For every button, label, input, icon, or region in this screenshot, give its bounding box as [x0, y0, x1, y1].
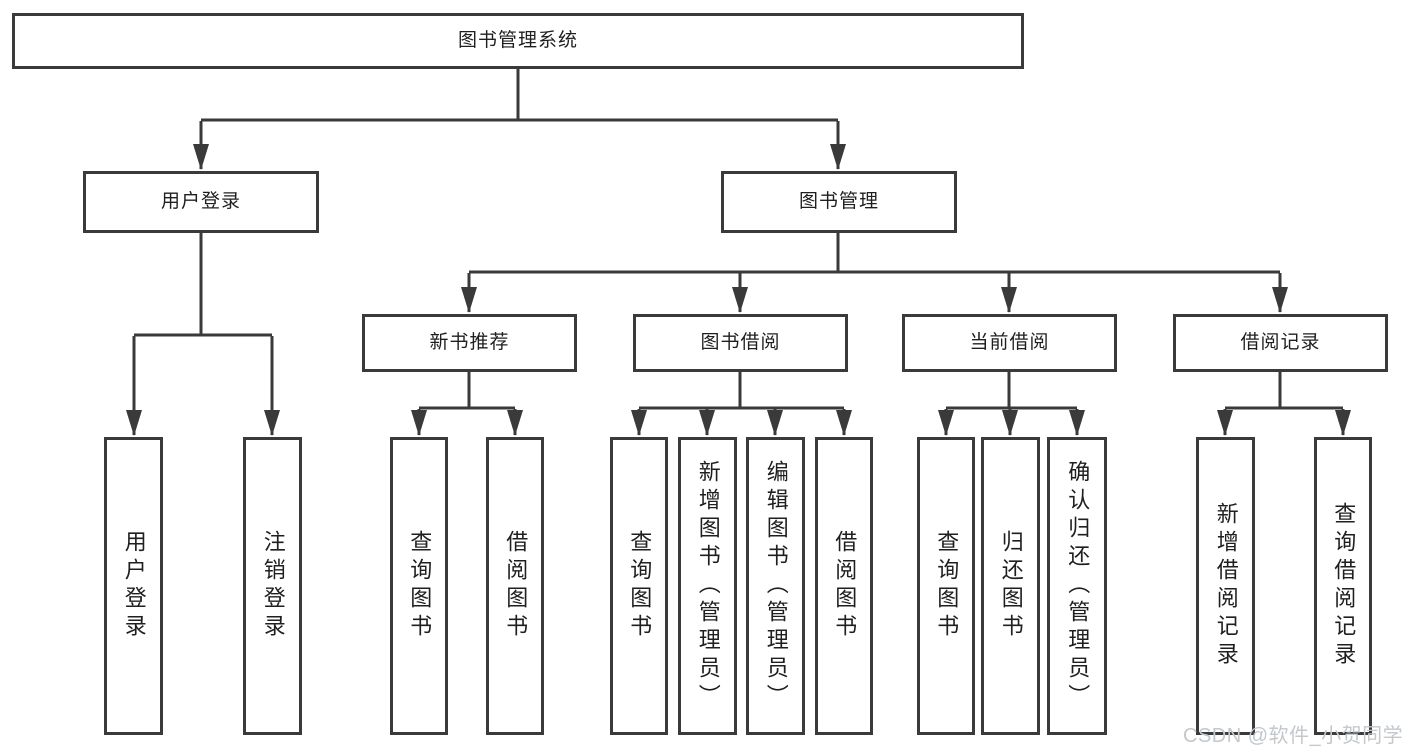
csdn-watermark: CSDN @软件_小贺同学 — [1183, 725, 1404, 747]
node-new-book-recommend: 新书推荐 — [362, 314, 577, 372]
leaf-borrow-books: 借阅图书 — [815, 437, 873, 735]
node-borrow-records: 借阅记录 — [1173, 314, 1388, 372]
leaf-add-borrow-record: 新增借阅记录 — [1196, 437, 1255, 735]
leaf-recommend-borrow-books: 借阅图书 — [486, 437, 544, 735]
node-current-borrow: 当前借阅 — [902, 314, 1117, 372]
node-book-borrow: 图书借阅 — [633, 314, 848, 372]
leaf-query-borrow-record: 查询借阅记录 — [1314, 437, 1372, 735]
leaf-recommend-query-books: 查询图书 — [390, 437, 448, 735]
leaf-logout: 注销登录 — [243, 437, 302, 735]
node-user-login: 用户登录 — [83, 171, 319, 233]
node-book-management: 图书管理 — [721, 171, 957, 233]
leaf-borrow-query-books: 查询图书 — [610, 437, 668, 735]
leaf-return-book: 归还图书 — [981, 437, 1040, 735]
leaf-add-book-admin: 新增图书（管理员） — [678, 437, 737, 735]
leaf-edit-book-admin: 编辑图书（管理员） — [746, 437, 805, 735]
node-root-system: 图书管理系统 — [12, 13, 1024, 69]
leaf-current-query-books: 查询图书 — [917, 437, 975, 735]
leaf-confirm-return-admin: 确认归还（管理员） — [1047, 437, 1107, 735]
leaf-user-login: 用户登录 — [104, 437, 163, 735]
